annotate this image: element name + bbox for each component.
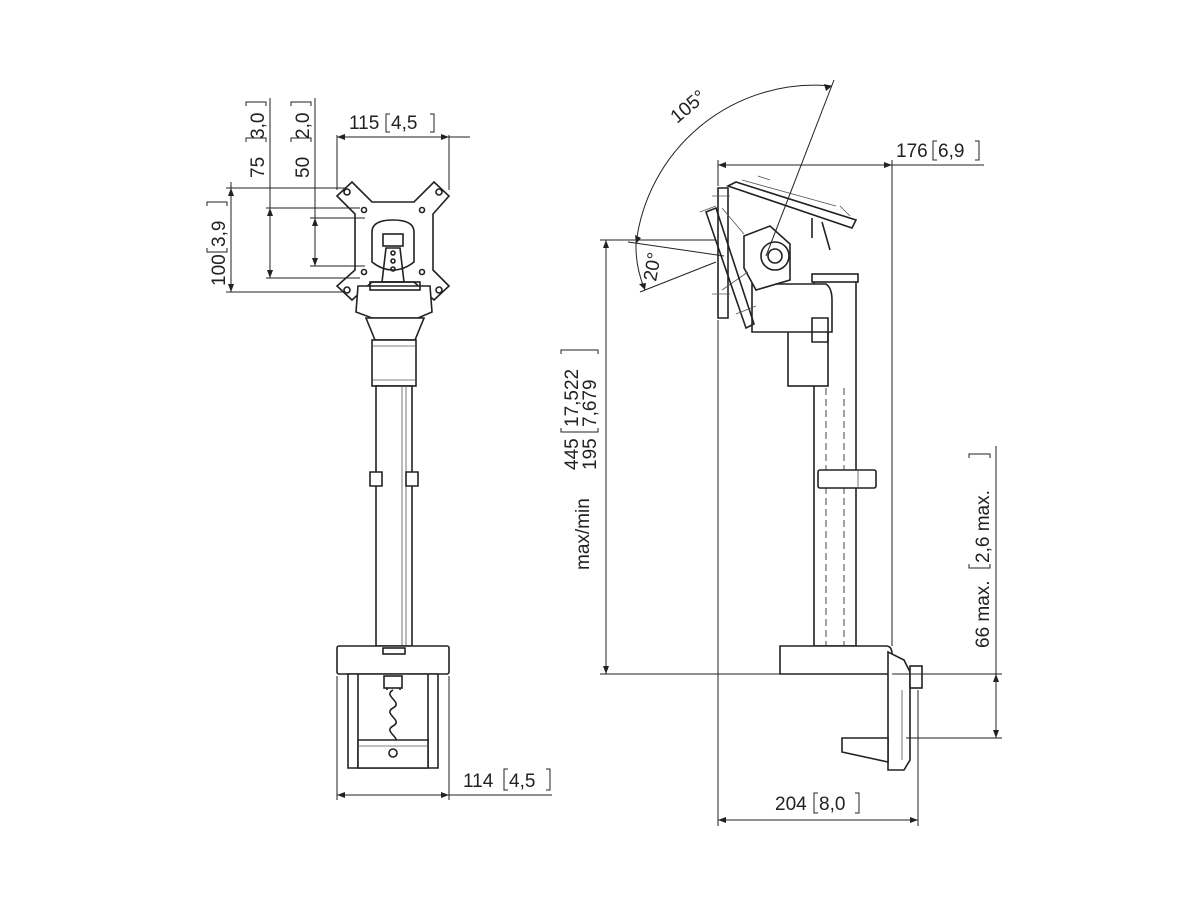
side-column-cap <box>811 273 859 283</box>
clamp-plate <box>357 739 429 769</box>
dim-depth-base-inch: 8,0 <box>819 794 845 815</box>
dim-width-top-inch: 4,5 <box>391 113 417 134</box>
dim-height-max: 445 <box>562 438 583 470</box>
vesa-hole <box>360 268 368 276</box>
dim-desk-thickness-value: 66 max. <box>973 580 994 648</box>
side-height-knob <box>817 469 877 489</box>
vesa-hole <box>435 286 443 294</box>
column-upper <box>371 339 417 387</box>
dim-clamp-width: 114 4,5 <box>336 676 552 800</box>
tilt-knob <box>382 233 404 247</box>
spine-hole <box>390 258 396 264</box>
height-stop-left <box>369 471 383 487</box>
dim-clamp-width-inch: 4,5 <box>509 771 535 792</box>
dim-vesa-100-inch: 3,9 <box>209 221 230 247</box>
dim-tilt-back: 105° <box>635 79 835 257</box>
tilt-bracket <box>371 219 415 271</box>
side-arm-head <box>751 283 833 333</box>
dim-depth-top: 176 6,9 <box>717 140 984 646</box>
vesa-hole <box>360 206 368 214</box>
vesa-hole <box>343 286 351 294</box>
base-slot <box>382 647 406 655</box>
dim-depth-base: 204 8,0 <box>717 320 919 826</box>
dim-vesa-50-inch: 2,0 <box>293 113 314 139</box>
side-view <box>699 175 923 771</box>
height-stop-right <box>405 471 419 487</box>
dim-vesa-100: 100 3,9 <box>206 182 345 293</box>
side-arm-clip <box>811 317 829 343</box>
side-clamp-screw-head <box>909 665 923 689</box>
clamp-base <box>336 645 450 675</box>
side-plate-tilted-back <box>725 181 858 229</box>
side-plate-hooks <box>811 218 831 251</box>
dim-vesa-50: 50 2,0 <box>290 98 365 267</box>
dim-height-min: 195 <box>580 438 601 470</box>
dim-vesa-75-value: 75 <box>248 157 269 178</box>
dim-depth-base-value: 204 <box>775 794 807 815</box>
dim-height-min-inch: 7,679 <box>580 379 601 427</box>
dim-width-top-value: 115 <box>349 113 379 134</box>
dim-tilt-back-value: 105° <box>667 86 711 127</box>
side-clamp-frame <box>887 650 911 771</box>
dim-height-max-inch: 17,522 <box>562 369 583 427</box>
vesa-hole <box>343 188 351 196</box>
dim-clamp-width-value: 114 <box>463 771 494 792</box>
dim-desk-thickness: 66 max. 2,6 max. <box>892 446 1002 739</box>
dim-vesa-75-inch: 3,0 <box>248 113 269 139</box>
dim-width-top: 115 4,5 <box>336 113 470 190</box>
dim-vesa-50-value: 50 <box>293 157 314 178</box>
dim-vesa-75: 75 3,0 <box>245 98 360 279</box>
vesa-hole <box>418 206 426 214</box>
vesa-hole <box>435 188 443 196</box>
side-plate-tilted-forward <box>704 206 755 330</box>
head-neck <box>364 317 426 341</box>
dim-tilt-forward-value: 20° <box>640 251 666 283</box>
column-main <box>375 385 413 647</box>
dim-depth-top-value: 176 <box>896 141 928 162</box>
screw-head <box>383 675 403 689</box>
side-clamp-plate <box>841 737 889 763</box>
dim-height-label: max/min <box>573 498 594 570</box>
spine-hole <box>390 266 396 272</box>
dim-desk-thickness-inch: 2,6 max. <box>973 490 994 563</box>
dim-vesa-100-value: 100 <box>209 254 230 286</box>
dim-depth-top-inch: 6,9 <box>938 141 964 162</box>
dim-tilt-forward: 20° <box>627 241 725 293</box>
dim-height: max/min 445 195 17,522 7,679 <box>560 239 780 675</box>
front-view <box>335 180 451 769</box>
spine-hole <box>390 250 396 256</box>
head-top <box>369 281 421 291</box>
vesa-hole <box>418 268 426 276</box>
side-base <box>779 645 893 675</box>
plate-hole <box>388 748 398 758</box>
